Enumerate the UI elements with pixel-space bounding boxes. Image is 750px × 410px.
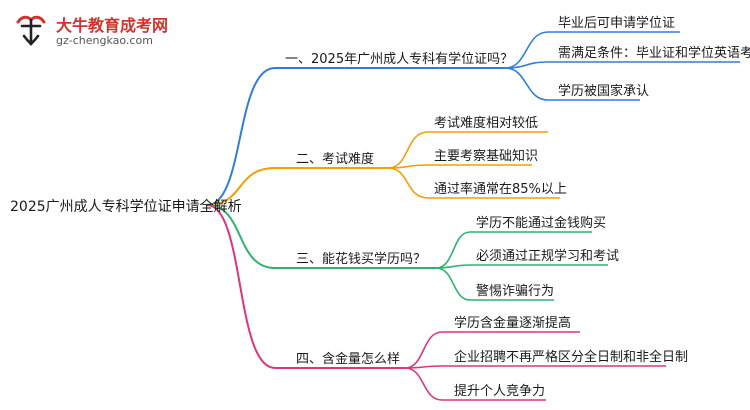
branch-3-child-3-connector bbox=[435, 267, 554, 301]
branch-3-connector bbox=[206, 204, 276, 269]
logo-url: gz-chengkao.com bbox=[56, 34, 153, 47]
branch-2-child-1: 考试难度相对较低 bbox=[434, 116, 539, 131]
branch-1-child-1-connector bbox=[504, 31, 680, 69]
branch-4-child-1: 学历含金量逐渐提高 bbox=[454, 316, 572, 331]
branch-4-child-2-connector bbox=[404, 365, 666, 369]
branch-3-child-1: 学历不能通过金钱购买 bbox=[476, 216, 607, 231]
branch-1-child-2-connector bbox=[504, 61, 740, 69]
branch-3-child-3: 警惕诈骗行为 bbox=[476, 284, 555, 299]
root-node: 2025广州成人专科学位证申请全解析 bbox=[10, 199, 242, 215]
branch-2-label: 二、考试难度 bbox=[296, 152, 375, 167]
branch-3-child-2: 必须通过正规学习和考试 bbox=[476, 249, 620, 264]
branch-3-child-1-connector bbox=[435, 231, 592, 269]
branch-1-child-3-connector bbox=[504, 67, 640, 101]
branch-2-child-2-connector bbox=[387, 164, 532, 169]
branch-2-connector bbox=[206, 167, 276, 206]
site-logo[interactable]: 大牛教育成考网 gz-chengkao.com bbox=[8, 8, 178, 52]
branch-2-child-2: 主要考察基础知识 bbox=[434, 149, 539, 164]
branch-1-child-2: 需满足条件：毕业证和学位英语考试 bbox=[558, 46, 750, 61]
logo-title: 大牛教育成考网 bbox=[56, 16, 169, 35]
branch-4-child-3-connector bbox=[404, 367, 546, 401]
branch-4-child-1-connector bbox=[404, 331, 580, 369]
branch-1-child-3: 学历被国家承认 bbox=[558, 84, 650, 99]
branch-1-child-1: 毕业后可申请学位证 bbox=[558, 16, 676, 31]
branch-2-child-1-connector bbox=[387, 131, 548, 169]
branch-2-child-3: 通过率通常在85%以上 bbox=[434, 182, 567, 197]
branch-4-label: 四、含金量怎么样 bbox=[296, 352, 401, 367]
bull-logo-icon bbox=[16, 15, 46, 46]
branch-4-connector bbox=[206, 204, 276, 369]
branch-3-child-2-connector bbox=[435, 264, 608, 269]
branch-4-child-2: 企业招聘不再严格区分全日制和非全日制 bbox=[454, 350, 689, 365]
branch-1-label: 一、2025年广州成人专科有学位证吗？ bbox=[285, 52, 514, 67]
branch-4-child-3: 提升个人竞争力 bbox=[454, 384, 546, 399]
branch-1-connector bbox=[206, 67, 276, 206]
branch-3-label: 三、能花钱买学历吗？ bbox=[296, 252, 427, 267]
branch-2-child-3-connector bbox=[387, 167, 560, 199]
